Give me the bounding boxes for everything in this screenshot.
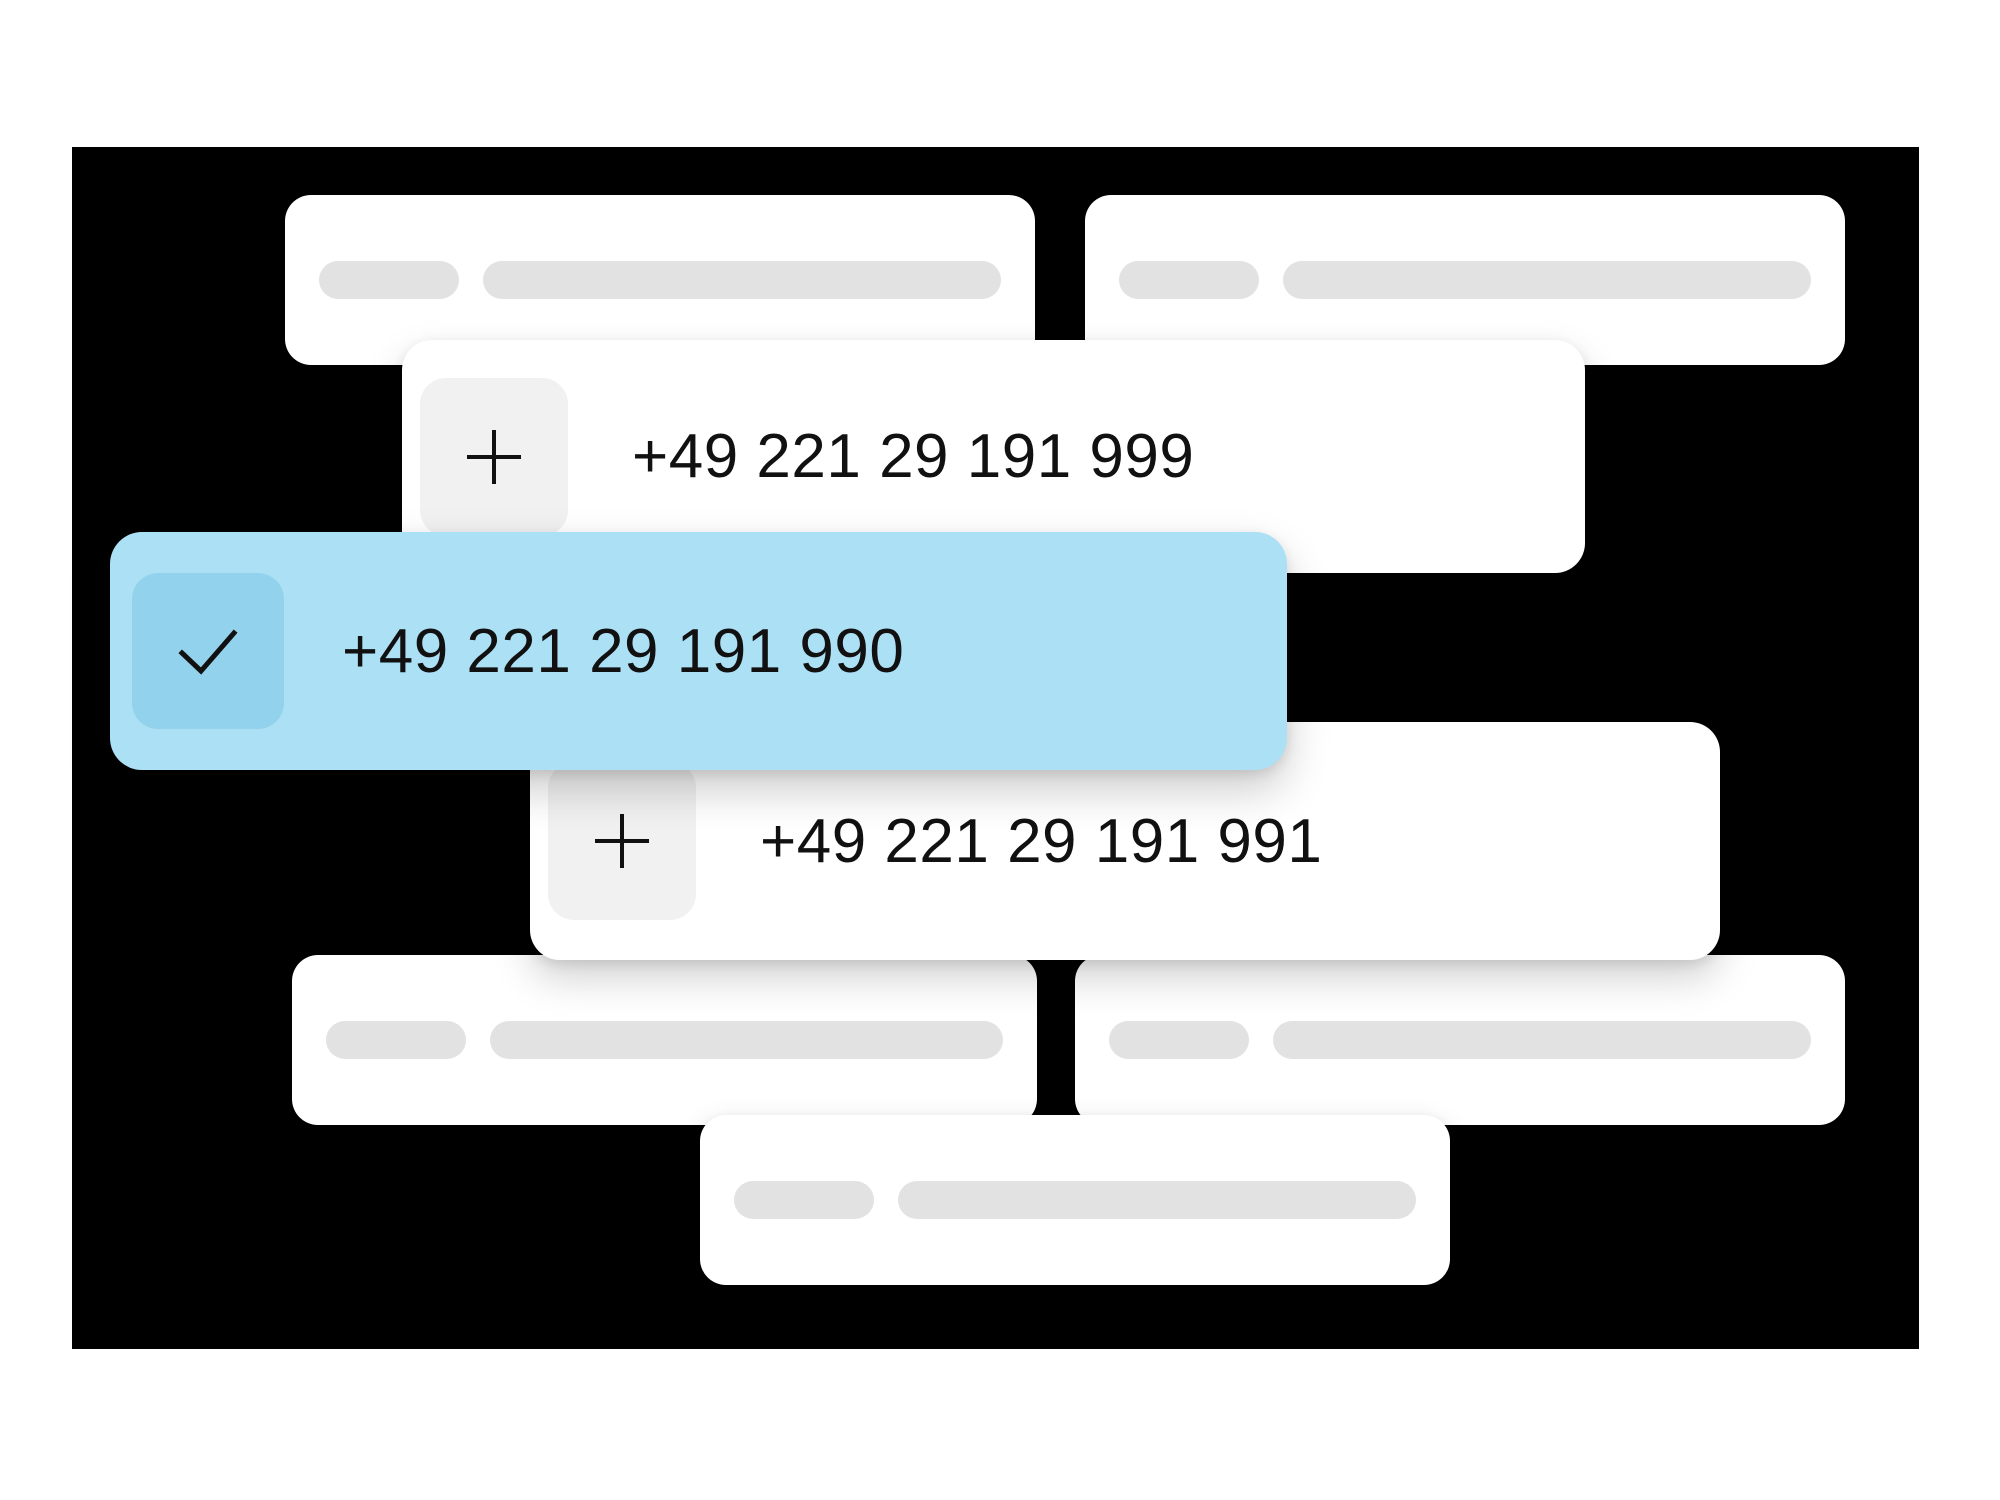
add-number-button[interactable] [420, 377, 568, 536]
skeleton-pill-long [1283, 261, 1811, 299]
skeleton-pill-short [319, 261, 459, 299]
skeleton-pill-long [898, 1181, 1416, 1219]
skeleton-row [1085, 261, 1845, 299]
skeleton-row [285, 261, 1035, 299]
plus-icon [467, 429, 521, 484]
add-number-button[interactable] [548, 762, 696, 920]
skeleton-row [700, 1181, 1450, 1219]
phone-number-label: +49 221 29 191 991 [760, 806, 1323, 876]
skeleton-card-bottom-left [292, 955, 1037, 1125]
check-icon [178, 629, 238, 675]
skeleton-card-top-left [285, 195, 1035, 365]
skeleton-card-bottom-right [1075, 955, 1845, 1125]
skeleton-pill-long [483, 261, 1001, 299]
plus-icon [595, 814, 649, 868]
skeleton-pill-long [490, 1021, 1003, 1059]
phone-number-label: +49 221 29 191 999 [632, 422, 1195, 491]
phone-number-row-990-selected[interactable]: +49 221 29 191 990 [110, 532, 1287, 770]
skeleton-pill-long [1273, 1021, 1811, 1059]
skeleton-pill-short [1119, 261, 1259, 299]
skeleton-row [292, 1021, 1037, 1059]
phone-number-label: +49 221 29 191 990 [342, 616, 905, 686]
skeleton-pill-short [734, 1181, 874, 1219]
skeleton-pill-short [1109, 1021, 1249, 1059]
skeleton-card-top-right [1085, 195, 1845, 365]
dark-stage: +49 221 29 191 999 +49 221 29 191 991 +4… [72, 147, 1919, 1349]
skeleton-pill-short [326, 1021, 466, 1059]
skeleton-card-bottom-center [700, 1115, 1450, 1285]
skeleton-row [1075, 1021, 1845, 1059]
selected-indicator-button[interactable] [132, 573, 284, 729]
